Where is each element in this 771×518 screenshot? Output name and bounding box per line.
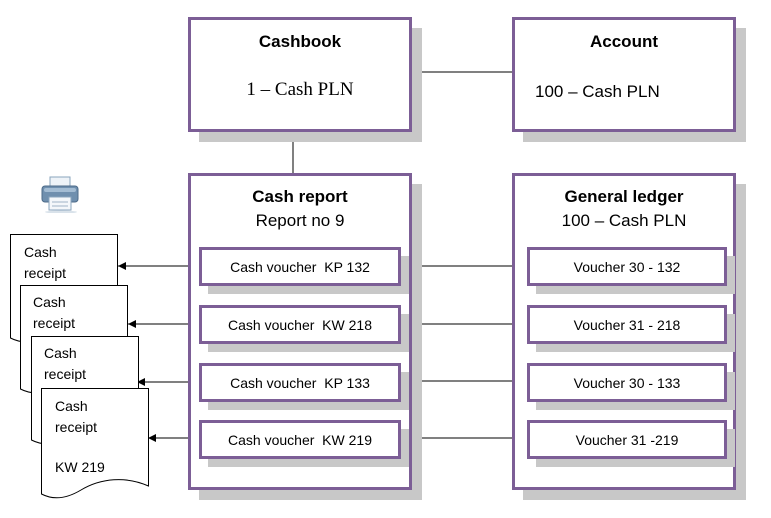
cash-voucher-item: Cash voucher KW 219: [199, 420, 401, 459]
cash-voucher-item: Cash voucher KW 218: [199, 305, 401, 344]
receipt-line: Cash: [33, 294, 66, 310]
receipt-line: receipt: [44, 366, 87, 382]
ledger-voucher-item: Voucher 30 - 133: [527, 363, 727, 402]
account-title: Account: [590, 32, 658, 51]
cashbook-value: 1 – Cash PLN: [246, 79, 354, 100]
receipt-line: receipt: [24, 265, 67, 281]
receipt-line: receipt: [55, 419, 98, 435]
printer-icon: [41, 176, 79, 213]
cash-voucher-item: Cash voucher KP 133: [199, 363, 401, 402]
account-box: Account 100 – Cash PLN: [512, 17, 736, 132]
receipt-line: Cash: [44, 345, 77, 361]
ledger-voucher-item: Voucher 30 - 132: [527, 247, 727, 286]
cash-receipt-document: Cash receipt KW 219: [41, 388, 149, 503]
cash-voucher-item: Cash voucher KP 132: [199, 247, 401, 286]
general-ledger-title: General ledger: [564, 187, 684, 206]
ledger-voucher-item: Voucher 31 -219: [527, 420, 727, 459]
receipt-line: Cash: [55, 398, 88, 414]
cash-report-subtitle: Report no 9: [255, 211, 345, 230]
general-ledger-subtitle: 100 – Cash PLN: [561, 211, 687, 230]
cash-report-title: Cash report: [252, 187, 348, 206]
cashbook-box: Cashbook 1 – Cash PLN: [188, 17, 412, 132]
receipt-line: receipt: [33, 315, 76, 331]
receipt-line: Cash: [24, 244, 57, 260]
receipt-line: KW 219: [55, 459, 105, 475]
account-value: 100 – Cash PLN: [535, 82, 660, 101]
ledger-voucher-item: Voucher 31 - 218: [527, 305, 727, 344]
cashbook-title: Cashbook: [258, 32, 342, 51]
